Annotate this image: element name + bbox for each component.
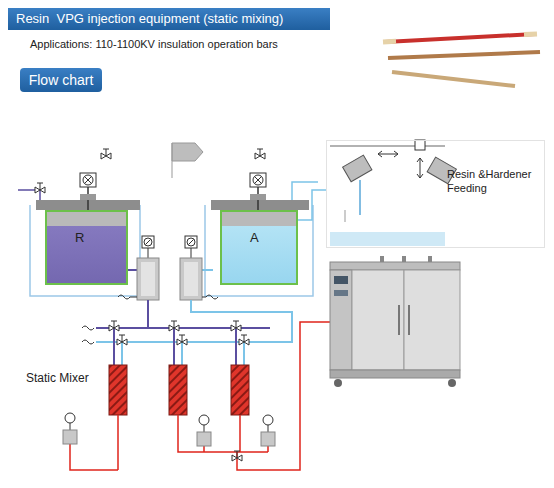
oven-vent — [428, 256, 432, 262]
oven-door — [404, 270, 460, 370]
static-mixer — [169, 365, 187, 415]
dial-symbol — [185, 236, 197, 248]
pump-lead — [130, 297, 137, 298]
squiggle-symbol — [118, 295, 130, 299]
oven-base — [330, 370, 460, 378]
valve-symbol — [101, 149, 111, 159]
oven-vent — [380, 256, 384, 262]
feeding-station: Resin &Hardener Feeding — [326, 140, 545, 248]
feed-stub — [345, 210, 346, 222]
dial-stem — [191, 248, 192, 258]
motor-symbol — [80, 173, 96, 187]
squiggle-symbol — [82, 340, 94, 344]
hoist-rail — [330, 145, 445, 147]
lift-arrow — [417, 158, 423, 178]
oven-wheel — [334, 379, 342, 387]
gauge-symbol — [63, 413, 77, 444]
resin-manifold — [96, 300, 270, 328]
hardener-pipe — [202, 269, 213, 271]
oven-display — [334, 276, 348, 284]
oven-top — [330, 262, 460, 270]
title-banner: Resin VPG injection equipment (static mi… — [8, 8, 330, 30]
metering-pump — [180, 258, 202, 300]
squiggle-symbol — [82, 326, 94, 330]
squiggle-symbol — [206, 295, 218, 299]
node-text: Resin &Hardener Feeding — [447, 167, 542, 195]
vacuum-arrow — [172, 143, 203, 161]
mixed-line — [178, 415, 268, 452]
stirrer-mount — [80, 194, 96, 200]
tank-jacket — [30, 205, 140, 296]
resin-pipe — [128, 269, 137, 271]
node-text: A — [250, 230, 259, 245]
oven-door — [352, 270, 404, 370]
hardener-vent-pipe — [292, 182, 318, 200]
gauge-symbol — [261, 415, 275, 446]
rod-end — [524, 32, 537, 38]
hoist-box — [415, 140, 425, 150]
hardener-manifold — [96, 300, 292, 342]
oven-display — [334, 290, 348, 296]
valve-symbol — [169, 321, 179, 331]
node-text: Flow chart — [20, 68, 102, 92]
valve-symbol — [239, 335, 249, 345]
resin-tank: R — [45, 210, 128, 285]
motor-symbol — [250, 173, 266, 187]
valve-symbol — [117, 335, 127, 345]
gauge-symbol — [197, 415, 211, 446]
hardener-drop — [122, 342, 244, 365]
tank-lid — [211, 200, 309, 210]
metering-pump — [137, 258, 159, 300]
static-mixer — [109, 365, 127, 415]
label-text: Static Mixer — [26, 371, 89, 385]
valve-symbol — [35, 183, 45, 193]
rod-tan — [392, 72, 515, 86]
rod-red — [385, 34, 535, 42]
section-banner: Flow chart — [20, 68, 102, 92]
valve-symbol — [255, 149, 265, 159]
feed-band — [330, 232, 445, 246]
feed-pipe — [359, 180, 361, 215]
oven-vent — [402, 256, 406, 262]
pump-face — [184, 262, 198, 296]
rod-brown — [388, 52, 540, 58]
valve-symbol — [109, 321, 119, 331]
valve-symbol — [232, 451, 242, 461]
vacuum-line — [172, 143, 173, 178]
material-bag — [343, 155, 372, 182]
mold-feed-line — [237, 322, 330, 470]
rod-end — [383, 39, 396, 45]
tank-jacket — [205, 205, 313, 296]
oven-wheel — [448, 379, 456, 387]
valve-symbol — [231, 321, 241, 331]
node-text: R — [75, 230, 84, 245]
hardener-tank: A — [220, 210, 298, 285]
dial-stem — [148, 248, 149, 258]
resin-drop — [114, 328, 236, 365]
valve-symbol — [177, 335, 187, 345]
dial-symbol — [142, 236, 154, 248]
travel-arrow — [378, 151, 398, 157]
static-mixer — [231, 365, 249, 415]
pump-face — [141, 262, 155, 296]
oven-panel — [330, 270, 352, 370]
pump-lead — [202, 297, 206, 298]
door-handle — [399, 305, 409, 335]
label-text: Applications: 110-1100KV insulation oper… — [30, 38, 278, 50]
stirrer-mount — [250, 194, 266, 200]
pipe-connector — [298, 190, 326, 220]
